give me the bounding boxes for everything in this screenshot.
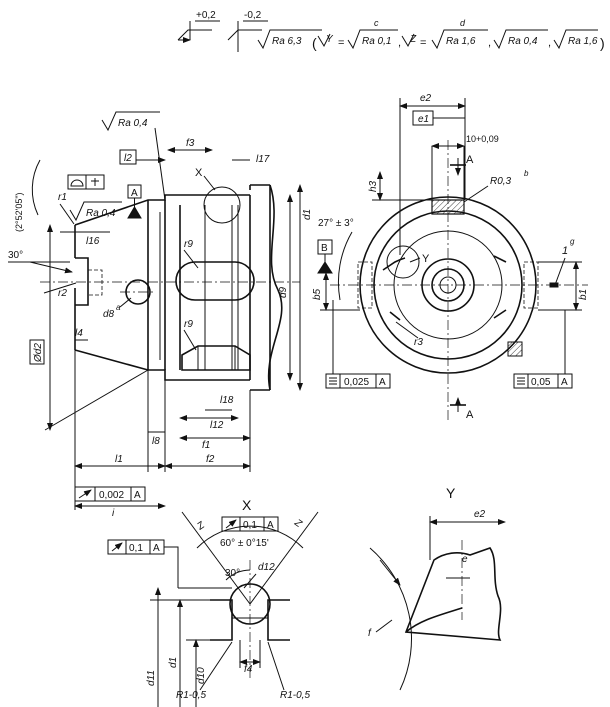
- flat-right-datum: A: [561, 377, 568, 388]
- svg-text:): ): [600, 35, 605, 51]
- tol-10: 10+0,09: [466, 134, 499, 144]
- detail-y-title: Y: [446, 485, 456, 501]
- detail-x-title: X: [242, 497, 252, 513]
- dim-d10: d10: [196, 667, 207, 684]
- dim-f4: f4: [244, 664, 253, 675]
- r1-left: R1-0,5: [176, 690, 206, 701]
- rough-z-letter: d: [460, 18, 466, 28]
- dim-e1: e1: [418, 114, 429, 125]
- tol-upper: +0,2: [196, 10, 216, 21]
- svg-text:,: ,: [488, 37, 491, 49]
- dim-i: i: [112, 508, 115, 519]
- runout-datum: A: [134, 490, 141, 501]
- detail-y: Y e2 e f: [368, 485, 506, 691]
- dim-d1: d1: [168, 657, 179, 668]
- label-y: Y: [422, 253, 430, 265]
- r1-right: R1-0,5: [280, 690, 310, 701]
- section-a-bottom: A: [466, 409, 474, 421]
- runout-top-value: 0,1: [243, 520, 257, 531]
- dim-r03: R0,3: [490, 176, 512, 187]
- angle-30-side: 30°: [8, 250, 23, 261]
- dim-l12: l12: [210, 420, 224, 431]
- label-x: X: [195, 167, 203, 179]
- flat-right-value: 0,05: [531, 377, 551, 388]
- svg-text:,: ,: [398, 37, 401, 49]
- dim-l18: l18: [220, 395, 234, 406]
- datum-a-side: A: [131, 188, 138, 199]
- dim-e2-y: e2: [474, 509, 486, 520]
- dim-r9-top: r9: [184, 239, 193, 250]
- runout-left-datum: A: [153, 543, 160, 554]
- rough-z-v3: Ra 1,6: [568, 36, 598, 47]
- header-tolerances: +0,2 -0,2: [177, 10, 268, 52]
- rough-z-v2: Ra 0,4: [508, 36, 538, 47]
- flatness-frame: [67, 174, 87, 190]
- dim-r03-sup: b: [524, 169, 529, 178]
- dim-b1: b1: [578, 289, 589, 300]
- tol-lower: -0,2: [244, 10, 262, 21]
- dim-l2: l2: [124, 153, 132, 164]
- rough-y-letter: c: [374, 18, 379, 28]
- runout-top-datum: A: [267, 520, 274, 531]
- detail-x: X Z Z 0,1 A 60° ± 0°15' 30° d12 0,1 A: [107, 497, 319, 707]
- dim-l8: l8: [152, 436, 160, 447]
- mark-g: g: [570, 237, 575, 246]
- svg-text:,: ,: [548, 37, 551, 49]
- ra04-top: Ra 0,4: [118, 118, 148, 129]
- dim-l4: l4: [75, 328, 83, 339]
- dim-l1: l1: [115, 454, 123, 465]
- dim-r9-bot: r9: [184, 319, 193, 330]
- runout-left-value: 0,1: [129, 543, 143, 554]
- dim-f: f: [368, 628, 372, 639]
- datum-b: B: [321, 243, 328, 254]
- flat-left-value: 0,025: [344, 377, 369, 388]
- dim-f2: f2: [206, 454, 215, 465]
- dim-e: e: [462, 554, 468, 565]
- rough-z-v1: Ra 1,6: [446, 36, 476, 47]
- dim-r1: r1: [58, 192, 67, 203]
- svg-text:(: (: [312, 35, 317, 51]
- rough-y-label: Y: [326, 34, 334, 45]
- flat-left-datum: A: [379, 377, 386, 388]
- z-right: Z: [291, 517, 304, 531]
- angle-30-x: 30°: [225, 568, 240, 579]
- front-view: A A e2 e1 10+0,09 h3 R0,3 b 27° ± 3° Y 1: [312, 93, 589, 421]
- dim-d2: Ød2: [33, 343, 44, 363]
- ra04-left: Ra 0,4: [86, 208, 116, 219]
- svg-text:=: =: [420, 37, 426, 49]
- dim-d12: d12: [258, 562, 275, 573]
- dim-e2: e2: [420, 93, 432, 104]
- angle-60: 60° ± 0°15': [220, 538, 269, 549]
- rough-general: Ra 6,3: [272, 36, 302, 47]
- dim-f1: f1: [202, 440, 210, 451]
- dim-d9: d9: [278, 286, 289, 298]
- dim-f3: f3: [186, 138, 195, 149]
- dim-r3: r3: [414, 337, 423, 348]
- runout-value: 0,002: [99, 490, 124, 501]
- section-a-top: A: [466, 154, 474, 166]
- dim-l17: l17: [256, 154, 270, 165]
- dim-d8-sup: a: [116, 303, 121, 312]
- dim-d8: d8: [103, 309, 115, 320]
- rough-y-value: Ra 0,1: [362, 36, 391, 47]
- angle-27: 27° ± 3°: [318, 218, 354, 229]
- dim-d1: d1: [302, 209, 313, 220]
- dim-b5: b5: [312, 288, 323, 300]
- side-view: A Ra 0,4 Ra 0,4 l2 f3 X l17 (2°52'05") r…: [8, 111, 313, 519]
- svg-text:=: =: [338, 37, 344, 49]
- mark-1: 1: [562, 245, 568, 257]
- dim-r2: r2: [58, 288, 67, 299]
- dim-h3: h3: [368, 180, 379, 192]
- angle-taper: (2°52'05"): [14, 192, 24, 232]
- rough-z-label: Z: [409, 34, 417, 45]
- dim-l16: l16: [86, 236, 100, 247]
- header-roughness: Ra 6,3 ( Y = c Ra 0,1 , Z = d Ra 1,6 , R…: [257, 18, 605, 51]
- dim-d11: d11: [146, 670, 157, 686]
